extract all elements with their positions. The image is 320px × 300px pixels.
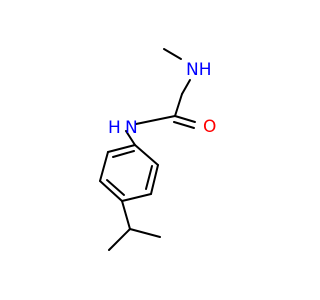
ring-bond-6 (134, 144, 159, 166)
bond-nh-ring (125, 130, 136, 146)
bonds (99, 48, 196, 251)
ring-inner-bond-1 (106, 179, 125, 196)
chemical-structure-diagram: NH O N H (99, 48, 216, 251)
bond-carbonyl-oxygen-1 (174, 115, 196, 123)
ring-inner-bond-3 (112, 150, 135, 158)
ring-inner-bond-2 (145, 165, 153, 190)
bond-isopropyl-methyl-right (129, 228, 161, 238)
bond-nh-ch2 (181, 79, 191, 95)
bond-carbonyl-oxygen-2 (173, 121, 195, 129)
ring-bond-1 (107, 144, 136, 153)
bond-carbonyl-nh (135, 115, 176, 125)
ring-bond-4 (121, 193, 152, 202)
ring-bond-5 (150, 164, 159, 195)
atom-labels: NH O N H (108, 60, 216, 138)
amide-hydrogen-label: H (108, 118, 121, 138)
amide-nitrogen-label: N (125, 118, 138, 138)
amine-nh-label: NH (186, 60, 212, 80)
bond-ch2-carbonyl (174, 93, 183, 117)
bond-ring-isopropyl (121, 200, 131, 230)
ring-bond-3 (99, 180, 123, 202)
bond-methyl-nh (163, 48, 182, 60)
carbonyl-oxygen-label: O (203, 117, 216, 137)
bond-isopropyl-methyl-left (108, 228, 131, 251)
ring-bond-2 (99, 151, 109, 182)
